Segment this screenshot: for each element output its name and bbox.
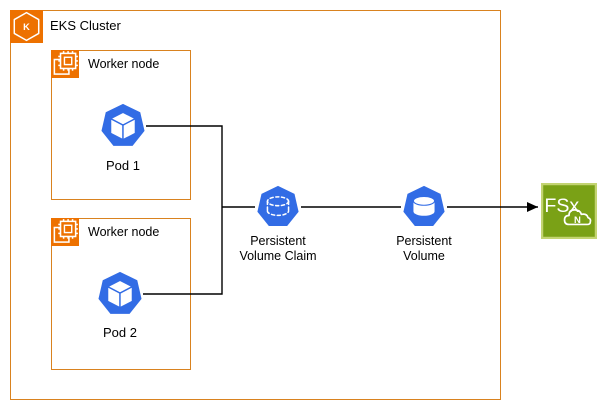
pod-1-icon <box>101 103 145 146</box>
fsx-netapp-ontap-icon: FSx N <box>541 183 597 239</box>
worker-node-1-label: Worker node <box>88 57 160 71</box>
eks-cluster-icon: K <box>10 10 43 43</box>
persistent-volume-label: Persistent Volume <box>359 234 489 264</box>
pv-label-line2: Volume <box>403 249 445 263</box>
eks-icon-letter: K <box>23 22 30 32</box>
pvc-label-line1: Persistent <box>250 234 306 248</box>
pvc-label-line2: Volume Claim <box>239 249 317 263</box>
persistent-volume-claim-label: Persistent Volume Claim <box>213 234 343 264</box>
eks-cluster-label: EKS Cluster <box>50 18 121 33</box>
fsx-icon-text: FSx <box>544 195 579 217</box>
pod-2-icon <box>98 271 142 314</box>
netapp-cloud-icon: N <box>563 209 592 226</box>
persistent-volume-icon <box>403 185 445 227</box>
worker-node-2-label: Worker node <box>88 225 160 239</box>
persistent-volume-claim-icon <box>257 185 299 227</box>
worker-node-icon <box>51 218 79 246</box>
pod-2-label: Pod 2 <box>103 325 137 340</box>
fsx-badge-letter: N <box>574 215 581 226</box>
pod-1-label: Pod 1 <box>106 158 140 173</box>
worker-node-icon <box>51 50 79 78</box>
pv-label-line1: Persistent <box>396 234 452 248</box>
